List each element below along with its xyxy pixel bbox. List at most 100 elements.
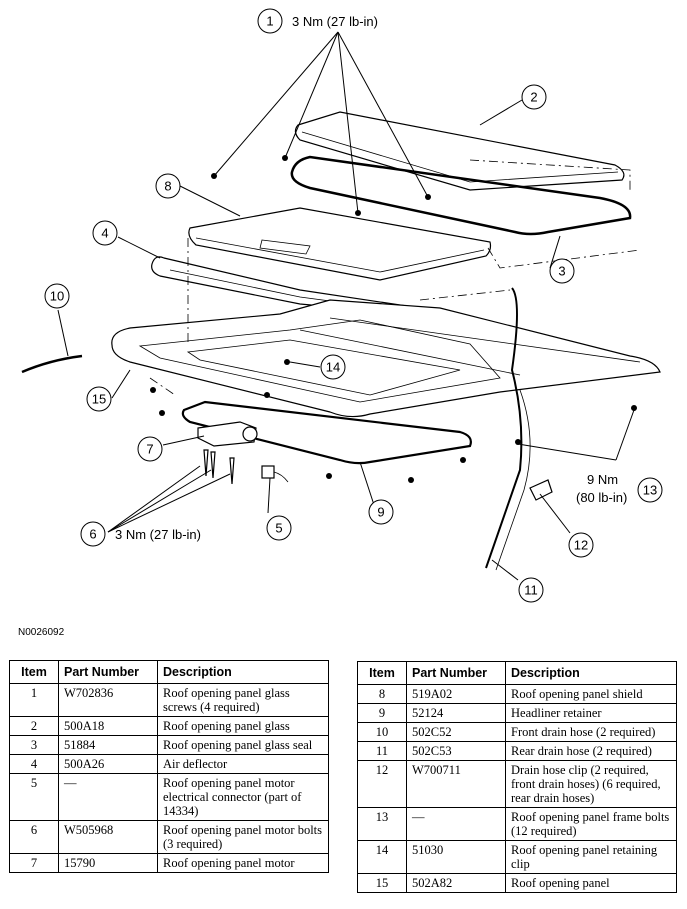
callout-6: 6 3 Nm (27 lb-in)	[80, 521, 201, 547]
svg-text:8: 8	[164, 179, 171, 194]
svg-text:7: 7	[146, 442, 153, 457]
description-cell: Roof opening panel retaining clip	[505, 840, 677, 874]
item-cell: 15	[357, 873, 407, 893]
fasteners	[150, 155, 637, 483]
svg-text:13: 13	[643, 483, 657, 498]
part-number-cell: W702836	[58, 683, 158, 717]
part-number-cell: 502C52	[406, 722, 506, 742]
part-number-cell: 15790	[58, 853, 158, 873]
description-cell: Roof opening panel glass seal	[157, 735, 329, 755]
description-cell: Front drain hose (2 required)	[505, 722, 677, 742]
svg-text:15: 15	[92, 392, 106, 407]
headliner-retainer	[181, 400, 472, 465]
header-item: Item	[357, 661, 407, 685]
part-number-cell: 51884	[58, 735, 158, 755]
item-cell: 5	[9, 773, 59, 821]
description-cell: Roof opening panel shield	[505, 684, 677, 704]
header-description: Description	[157, 660, 329, 684]
svg-text:10: 10	[50, 289, 64, 304]
torque-spec-13-line2: (80 lb-in)	[576, 490, 627, 505]
svg-text:14: 14	[326, 360, 340, 375]
roof-panel-frame	[111, 299, 661, 418]
svg-text:1: 1	[266, 14, 273, 29]
item-cell: 9	[357, 703, 407, 723]
part-number-cell: W505968	[58, 820, 158, 854]
item-cell: 11	[357, 741, 407, 761]
description-cell: Drain hose clip (2 required, front drain…	[505, 760, 677, 808]
rear-drain-hose	[485, 287, 523, 569]
roof-panel-glass	[294, 111, 625, 191]
callout-7: 7	[137, 436, 163, 462]
figure-id: N0026092	[18, 627, 65, 638]
leader-lines	[57, 31, 635, 581]
svg-text:12: 12	[574, 538, 588, 553]
svg-text:3: 3	[558, 264, 565, 279]
part-number-cell: 502C53	[406, 741, 506, 761]
callout-10: 10	[44, 283, 70, 309]
item-cell: 10	[357, 722, 407, 742]
svg-text:5: 5	[275, 521, 282, 536]
motor-bolts	[203, 449, 235, 485]
callout-8: 8	[155, 173, 181, 199]
item-cell: 8	[357, 684, 407, 704]
motor-connector	[261, 465, 289, 483]
svg-text:11: 11	[524, 583, 538, 598]
panel-shield	[188, 207, 492, 281]
callout-15: 15	[86, 386, 112, 412]
part-number-cell: W700711	[406, 760, 506, 808]
description-cell: Roof opening panel motor electrical conn…	[157, 773, 329, 821]
callout-2: 2	[521, 84, 547, 110]
item-cell: 7	[9, 853, 59, 873]
header-description: Description	[505, 661, 677, 685]
item-cell: 14	[357, 840, 407, 874]
callout-1: 1 3 Nm (27 lb-in)	[257, 8, 378, 34]
drain-hose-clip	[529, 479, 553, 501]
item-cell: 3	[9, 735, 59, 755]
callout-14: 14	[320, 354, 346, 380]
description-cell: Rear drain hose (2 required)	[505, 741, 677, 761]
table-row: 5—Roof opening panel motor electrical co…	[9, 773, 329, 821]
description-cell: Roof opening panel motor bolts (3 requir…	[157, 820, 329, 854]
callout-13: 13 9 Nm (80 lb-in)	[576, 472, 663, 505]
svg-text:9: 9	[377, 505, 384, 520]
item-cell: 6	[9, 820, 59, 854]
callout-12: 12	[568, 532, 594, 558]
description-cell: Air deflector	[157, 754, 329, 774]
part-number-cell: 502A82	[406, 873, 506, 893]
item-cell: 13	[357, 807, 407, 841]
svg-text:4: 4	[101, 226, 108, 241]
description-cell: Roof opening panel frame bolts (12 requi…	[505, 807, 677, 841]
part-number-cell: 51030	[406, 840, 506, 874]
torque-spec-6: 3 Nm (27 lb-in)	[115, 527, 201, 542]
glass-seal	[290, 155, 632, 236]
part-number-cell: 500A18	[58, 716, 158, 736]
header-item: Item	[9, 660, 59, 684]
callout-9: 9	[368, 499, 394, 525]
description-cell: Roof opening panel glass screws (4 requi…	[157, 683, 329, 717]
callout-4: 4	[92, 220, 118, 246]
roof-panel-motor	[197, 421, 258, 447]
description-cell: Roof opening panel motor	[157, 853, 329, 873]
item-cell: 2	[9, 716, 59, 736]
front-drain-hose	[21, 354, 83, 374]
torque-spec-13-line1: 9 Nm	[587, 472, 618, 487]
part-number-cell: 52124	[406, 703, 506, 723]
part-number-cell: 519A02	[406, 684, 506, 704]
svg-text:6: 6	[89, 527, 96, 542]
exploded-diagram: 1 3 Nm (27 lb-in) 2 3 4 5 6 3 Nm (27 lb-…	[21, 8, 663, 603]
torque-spec-1: 3 Nm (27 lb-in)	[292, 14, 378, 29]
description-cell: Headliner retainer	[505, 703, 677, 723]
item-cell: 1	[9, 683, 59, 717]
